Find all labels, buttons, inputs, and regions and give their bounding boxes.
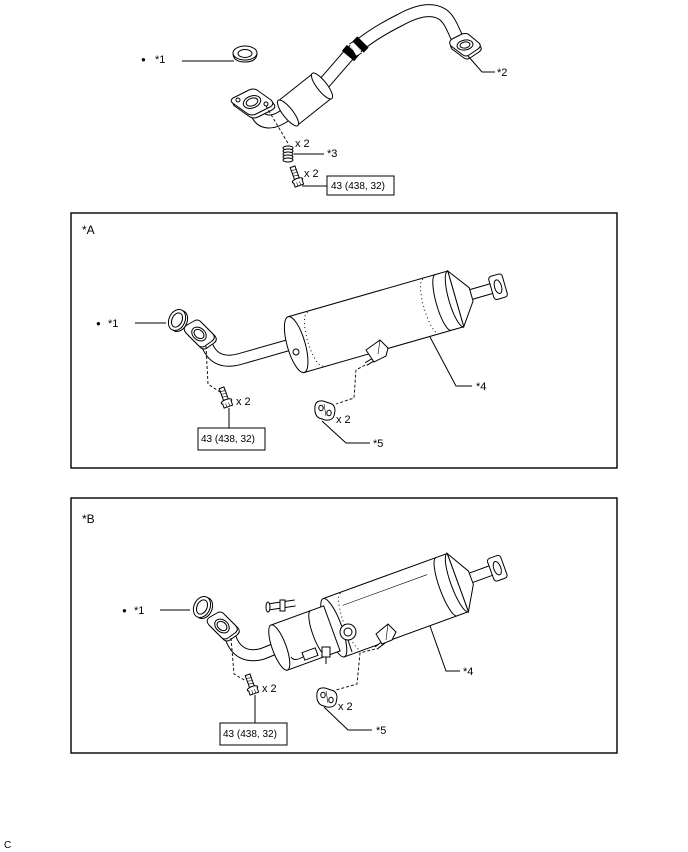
non-reusable-bullet: ● (96, 319, 101, 328)
spring-label: *3 (327, 148, 337, 160)
hanger-assembly-line (335, 364, 366, 405)
hanger-assembly-line (335, 648, 376, 691)
hanger-quantity: x 2 (338, 701, 353, 713)
inlet-flange (206, 611, 240, 642)
tail-exhaust-pipe-icon (183, 269, 508, 374)
sensor-fittings (265, 599, 357, 664)
compression-spring-icon (282, 145, 294, 163)
gasket-icon (167, 308, 189, 333)
bolt-quantity: x 2 (236, 396, 251, 408)
torque-value: 43 (438, 32) (223, 729, 277, 740)
tail-pipe-label: *4 (463, 666, 473, 678)
filter-canister (268, 551, 508, 671)
view-a-panel: *A ● *1 (70, 212, 618, 469)
non-reusable-bullet: ● (141, 55, 146, 64)
bolt-icon (218, 386, 234, 409)
non-reusable-bullet: ● (122, 606, 127, 615)
torque-value: 43 (438, 32) (331, 181, 385, 192)
hanger-quantity: x 2 (336, 414, 351, 426)
bolt-icon (289, 165, 305, 188)
torque-spec-box: 43 (438, 32) (326, 175, 395, 196)
assembly-path-line (265, 105, 290, 146)
gasket-label: *1 (108, 318, 118, 330)
exhaust-pipe-support-icon (314, 400, 336, 421)
muffler (283, 269, 508, 374)
bolt-quantity: x 2 (304, 168, 319, 180)
top-view: ● *1 (141, 4, 507, 196)
view-a-title: *A (82, 223, 95, 237)
bolt-assembly-line (205, 345, 221, 393)
gasket-label: *1 (155, 54, 165, 66)
hanger-bracket (374, 623, 397, 650)
torque-value: 43 (438, 32) (201, 434, 255, 445)
torque-spec-box: 43 (438, 32) (197, 427, 266, 451)
gasket-icon (192, 595, 214, 620)
figure-code: C (4, 840, 11, 851)
tail-pipe-leader-line (429, 336, 472, 387)
front-exhaust-pipe-icon (230, 4, 482, 129)
hanger-bracket (364, 339, 389, 366)
view-b-title: *B (82, 512, 95, 526)
tail-pipe-label: *4 (476, 381, 486, 393)
torque-spec-box: 43 (438, 32) (219, 722, 288, 746)
inlet-flange (230, 88, 276, 119)
hanger-leader-line (323, 706, 372, 731)
tail-exhaust-pipe-icon (206, 551, 508, 671)
bolt-icon (244, 673, 260, 696)
hanger-label: *5 (376, 725, 386, 737)
hanger-label: *5 (373, 438, 383, 450)
exhaust-pipe-support-icon (316, 687, 338, 708)
front-pipe-leader-line (467, 55, 495, 73)
tail-pipe-leader-line (429, 625, 460, 672)
bolt-assembly-line (230, 637, 247, 682)
view-b-panel: *B ● *1 (70, 497, 618, 754)
gasket-icon (232, 45, 258, 63)
outlet-flange (449, 33, 482, 60)
inlet-flange (183, 319, 217, 350)
bolt-quantity: x 2 (262, 683, 277, 695)
gasket-label: *1 (134, 605, 144, 617)
spring-quantity: x 2 (295, 138, 310, 150)
front-pipe-label: *2 (497, 67, 507, 79)
hanger-leader-line (321, 420, 370, 444)
